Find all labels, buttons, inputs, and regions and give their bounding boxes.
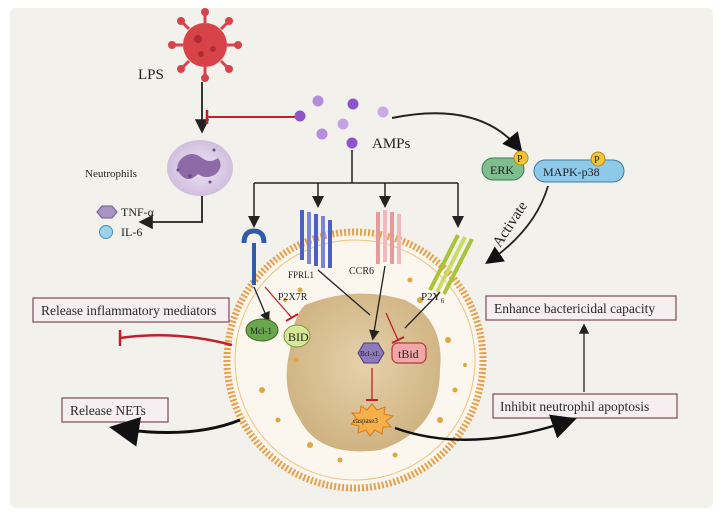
inhibit-tbid-line	[385, 312, 399, 341]
il6-label: IL-6	[121, 225, 142, 239]
nucleus	[286, 293, 441, 452]
p2x7r-inhibit-bid-bar	[285, 313, 299, 322]
inhibit-apoptosis-text: Inhibit neutrophil apoptosis	[500, 399, 649, 414]
p2x7r-to-mcl1-arrow	[253, 286, 270, 323]
neutrophil-cell-icon	[167, 140, 233, 196]
mapk-p-label: P	[594, 155, 600, 166]
ccr6-to-bclxl-arrow	[369, 265, 386, 341]
mapk-phospho-icon	[590, 151, 606, 167]
mapk-label: MAPK-p38	[543, 165, 600, 179]
il6-circle-icon	[99, 225, 113, 239]
lps-virus-icon	[168, 8, 242, 82]
mcl1-label: Mcl-1	[250, 326, 272, 336]
inhibit-apoptosis-box	[492, 393, 678, 419]
neutrophils-label: Neutrophils	[85, 168, 137, 180]
release-nets-text: Release NETs	[70, 403, 146, 418]
enhance-bactericidal-text: Enhance bactericidal capacity	[494, 301, 655, 316]
bclxl-hexagon	[357, 342, 385, 364]
cell-membrane-inner	[234, 239, 476, 481]
fprl1-to-bcl-line	[317, 269, 371, 316]
erk-label: ERK	[490, 163, 514, 177]
fprl1-label: FPRL1	[288, 270, 314, 280]
erk-phospho-icon	[513, 150, 529, 166]
p2y6-receptor-icon	[428, 234, 474, 295]
p2y6-to-tbid-line	[404, 291, 441, 329]
inhibit-tbid-bar	[391, 336, 405, 344]
activate-arrow	[485, 185, 549, 265]
amps-label: AMPs	[372, 136, 411, 152]
amps-to-kinases-arrow	[391, 112, 523, 154]
inhibit-inflammatory-curve	[119, 333, 233, 347]
p2x7r-label: P2X7R	[278, 292, 308, 303]
inhibit-apoptosis-arrow	[394, 414, 577, 442]
bclxl-label: Bcl-xL	[360, 350, 380, 358]
mcl1-shape	[245, 318, 279, 342]
tbid-box	[391, 342, 427, 364]
erk-p-label: P	[517, 154, 523, 165]
p2y6-label: P2Y6	[421, 291, 445, 305]
p2x7r-inhibit-bid-line	[264, 286, 293, 319]
tnf-hexagon-icon	[96, 205, 118, 219]
release-nets-arrow	[109, 416, 241, 447]
p2x7r-receptor-icon	[241, 228, 267, 285]
amps-dots-icon	[294, 95, 389, 149]
tbid-label: tBid	[398, 347, 419, 361]
bid-label: BID	[288, 330, 309, 344]
ccr6-label: CCR6	[349, 266, 374, 277]
ccr6-receptor-icon	[376, 210, 401, 264]
caspase3-label: caspase3	[353, 417, 378, 425]
lps-label: LPS	[138, 67, 164, 83]
erk-pill	[481, 157, 525, 181]
bid-shape	[283, 324, 311, 348]
tnf-label: TNF-α	[121, 205, 155, 219]
release-inflammatory-text: Release inflammatory mediators	[41, 303, 216, 318]
fprl1-receptor-icon	[300, 210, 332, 268]
release-inflammatory-box	[32, 297, 230, 323]
caspase3-burst	[349, 403, 395, 437]
enhance-bactericidal-box	[485, 295, 677, 321]
neutrophil-to-cytokines-arrow	[138, 196, 203, 230]
